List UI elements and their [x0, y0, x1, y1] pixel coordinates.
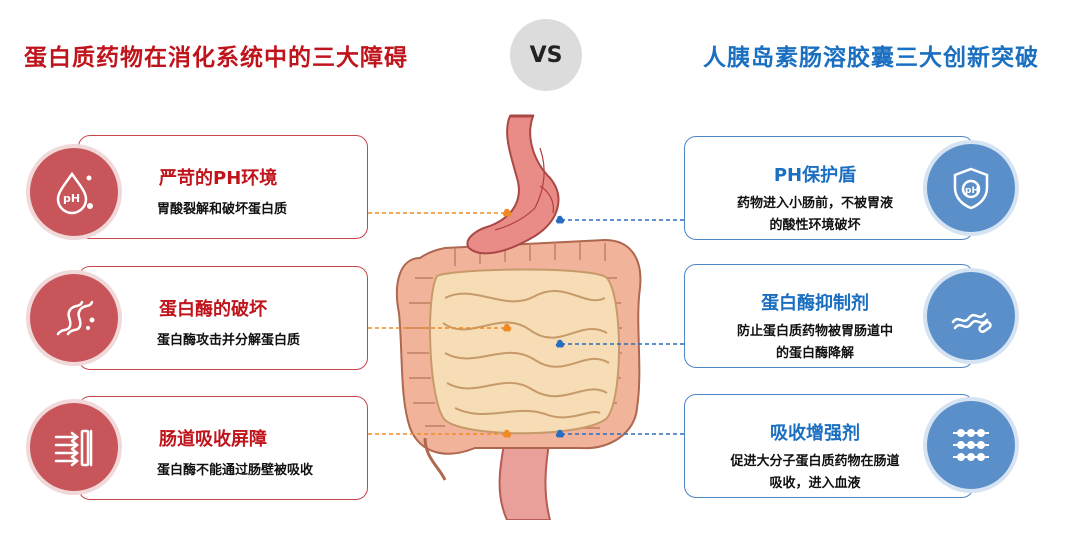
solution-card-ph-shield: PH保护盾 药物进入小肠前，不被胃液 的酸性环境破坏	[684, 136, 974, 240]
barrier-desc-enzyme: 蛋白酶攻击并分解蛋白质	[157, 333, 301, 348]
barrier-desc-absorption: 蛋白酶不能通过肠壁被吸收	[157, 463, 314, 478]
solution-desc-enhancer: 促进大分子蛋白质药物在肠道 吸收，进入血液	[730, 454, 900, 491]
barrier-title-absorption: 肠道吸收屏障	[159, 429, 267, 450]
svg-text:pH: pH	[965, 186, 979, 196]
solution-desc-ph-shield: 药物进入小肠前，不被胃液 的酸性环境破坏	[736, 196, 893, 233]
barrier-desc-ph: 胃酸裂解和破坏蛋白质	[157, 202, 288, 217]
barrier-title-ph: 严苛的PH环境	[159, 168, 278, 189]
solution-card-enhancer: 吸收增强剂 促进大分子蛋白质药物在肠道 吸收，进入血液	[684, 394, 974, 498]
protein-capsule-icon	[927, 272, 1015, 360]
barrier-icon	[30, 403, 118, 491]
solution-title-enhancer: 吸收增强剂	[770, 423, 860, 444]
solution-title-ph-shield: PH保护盾	[773, 165, 857, 186]
solution-title-inhibitor: 蛋白酶抑制剂	[761, 293, 869, 314]
shield-ph-icon: pH	[927, 144, 1015, 232]
solution-card-inhibitor: 蛋白酶抑制剂 防止蛋白质药物被胃肠道中 的蛋白酶降解	[684, 264, 974, 368]
enzyme-chain-icon	[30, 274, 118, 362]
svg-text:pH: pH	[63, 192, 80, 205]
barriers-title: 蛋白质药物在消化系统中的三大障碍	[24, 45, 408, 71]
barrier-title-enzyme: 蛋白酶的破坏	[159, 299, 267, 320]
digestive-system-icon	[395, 114, 642, 520]
solution-desc-inhibitor: 防止蛋白质药物被胃肠道中 的蛋白酶降解	[736, 324, 893, 361]
barrier-card-absorption: 肠道吸收屏障 蛋白酶不能通过肠壁被吸收	[78, 396, 368, 500]
ph-drop-icon: pH	[30, 148, 118, 236]
innovations-title: 人胰岛素肠溶胶囊三大创新突破	[703, 45, 1039, 71]
vs-badge: VS	[510, 19, 582, 91]
barrier-card-ph: 严苛的PH环境 胃酸裂解和破坏蛋白质	[78, 135, 368, 239]
barrier-card-enzyme: 蛋白酶的破坏 蛋白酶攻击并分解蛋白质	[78, 266, 368, 370]
absorption-grid-icon	[927, 401, 1015, 489]
